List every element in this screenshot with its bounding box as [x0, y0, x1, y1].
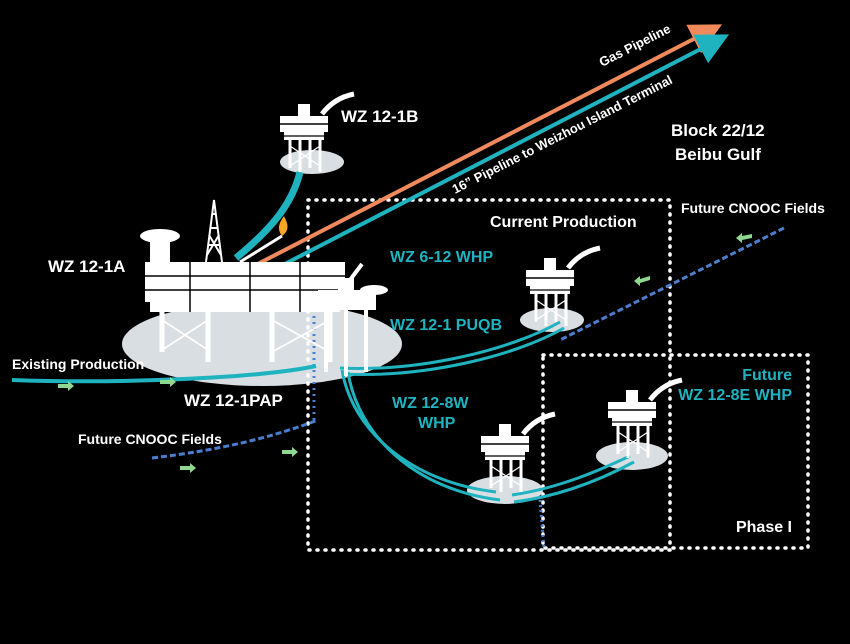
label-wz12-1b: WZ 12-1B	[341, 107, 418, 126]
label-wz12-8w-line2: WHP	[418, 415, 456, 432]
flow-arrow-icon	[634, 276, 650, 286]
label-existing-production: Existing Production	[12, 356, 144, 372]
subsea-flowlines	[339, 320, 635, 549]
label-future-line2: WZ 12-8E WHP	[678, 387, 792, 404]
label-current-production: Current Production	[490, 214, 637, 231]
seabed-wz12-1b	[280, 150, 344, 174]
label-phase1: Phase I	[736, 519, 792, 536]
label-future-fields-right: Future CNOOC Fields	[681, 200, 825, 216]
label-wz6-12-whp: WZ 6-12 WHP	[390, 249, 493, 266]
label-gas-pipeline: Gas Pipeline	[597, 21, 673, 70]
oil-export-pipeline	[249, 34, 730, 284]
label-wz12-1-puqb: WZ 12-1 PUQB	[390, 317, 502, 334]
flow-arrows	[58, 233, 752, 473]
wz12-1a-platform	[140, 199, 345, 362]
label-wz12-8w-line1: WZ 12-8W	[392, 395, 469, 412]
label-gulf: Beibu Gulf	[675, 145, 761, 164]
label-oil-pipeline: 16” Pipeline to Weizhou Island Terminal	[450, 72, 675, 197]
flow-arrow-icon	[736, 233, 752, 243]
drilling-derrick-icon	[205, 199, 223, 263]
label-future-line1: Future	[742, 367, 792, 384]
future-fields-right-line	[559, 226, 785, 342]
future-fields-left-line	[151, 418, 319, 460]
label-wz12-1pap: WZ 12-1PAP	[184, 391, 283, 410]
label-block: Block 22/12	[671, 121, 765, 140]
gas-pipeline	[249, 24, 723, 270]
label-wz12-1a: WZ 12-1A	[48, 257, 125, 276]
existing-production-line	[11, 364, 317, 384]
flow-arrow-icon	[180, 463, 196, 473]
flow-arrow-icon	[282, 447, 298, 457]
seabed-wz6-12	[520, 308, 584, 332]
wz12-1b-pipeline	[233, 171, 304, 261]
flow-arrow-icon	[58, 381, 74, 391]
wz12-1pap-platform	[318, 262, 388, 376]
phase1-box	[541, 353, 810, 550]
flare-icon	[278, 216, 288, 236]
flow-arrow-icon	[160, 377, 176, 387]
label-future-fields-left: Future CNOOC Fields	[78, 431, 222, 447]
current-production-box	[306, 198, 672, 552]
